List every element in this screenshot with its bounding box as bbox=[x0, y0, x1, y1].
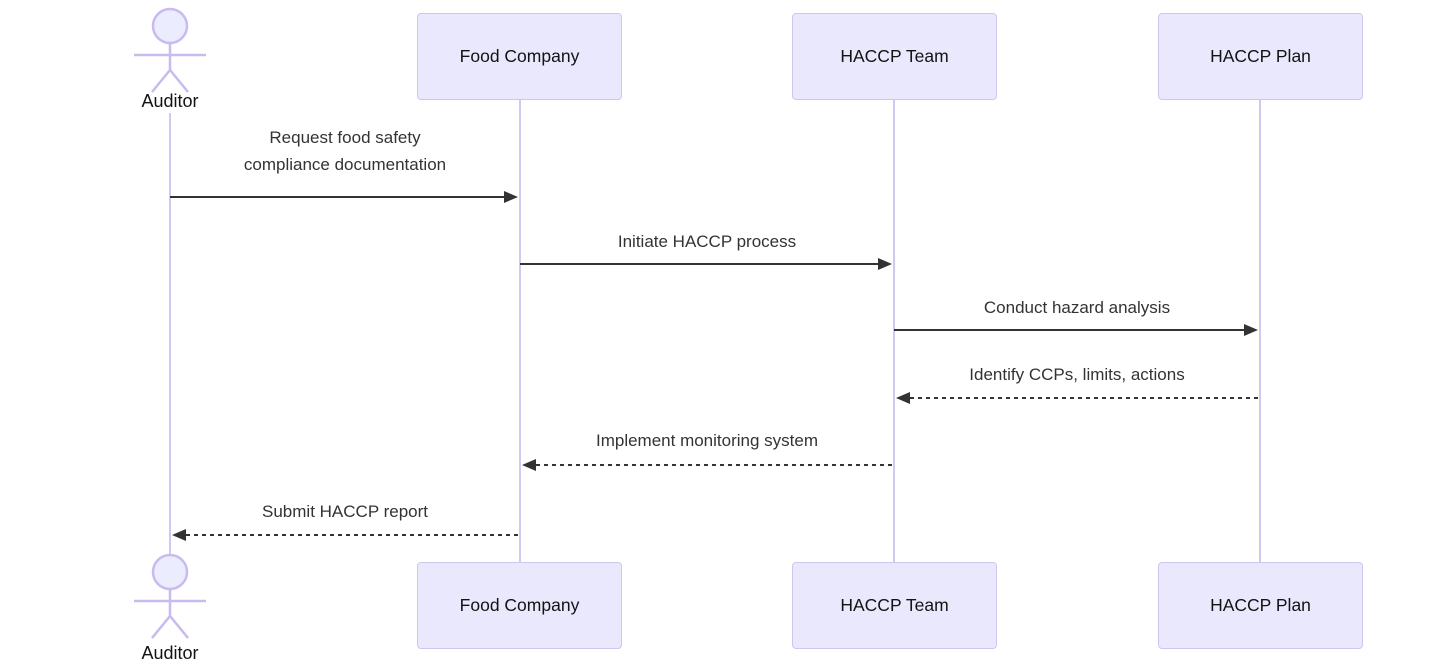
message-line-4 bbox=[910, 397, 1260, 399]
message-label-request-documentation: Request food safety compliance documenta… bbox=[243, 128, 447, 174]
lifeline-food-company bbox=[519, 100, 521, 562]
arrowhead-left-icon bbox=[172, 529, 186, 541]
participant-label: HACCP Plan bbox=[1210, 595, 1311, 615]
message-label-conduct-hazard-analysis: Conduct hazard analysis bbox=[983, 298, 1171, 317]
participant-label: HACCP Team bbox=[840, 46, 949, 66]
message-line-3 bbox=[894, 329, 1244, 331]
lifeline-auditor bbox=[169, 113, 171, 555]
arrowhead-right-icon bbox=[878, 258, 892, 270]
message-line-1 bbox=[170, 196, 504, 198]
message-label-initiate-haccp: Initiate HACCP process bbox=[617, 232, 797, 251]
lifeline-haccp-team bbox=[893, 100, 895, 562]
actor-figure-icon bbox=[134, 7, 206, 93]
actor-label-auditor-bottom: Auditor bbox=[141, 643, 199, 663]
participant-haccp-plan-top: HACCP Plan bbox=[1158, 13, 1363, 100]
message-line-6 bbox=[186, 534, 520, 536]
participant-label: HACCP Team bbox=[840, 595, 949, 615]
participant-food-company-top: Food Company bbox=[417, 13, 622, 100]
arrowhead-left-icon bbox=[522, 459, 536, 471]
message-label-implement-monitoring: Implement monitoring system bbox=[595, 431, 819, 450]
participant-haccp-plan-bottom: HACCP Plan bbox=[1158, 562, 1363, 649]
arrowhead-right-icon bbox=[1244, 324, 1258, 336]
participant-label: Food Company bbox=[459, 595, 580, 615]
actor-figure-icon bbox=[134, 553, 206, 639]
actor-label-auditor-top: Auditor bbox=[141, 91, 199, 111]
message-line-2 bbox=[520, 263, 878, 265]
message-label-identify-ccps: Identify CCPs, limits, actions bbox=[969, 365, 1185, 384]
participant-label: Food Company bbox=[459, 46, 580, 66]
participant-food-company-bottom: Food Company bbox=[417, 562, 622, 649]
lifeline-haccp-plan bbox=[1259, 100, 1261, 562]
arrowhead-left-icon bbox=[896, 392, 910, 404]
message-label-submit-report: Submit HACCP report bbox=[262, 502, 428, 521]
participant-label: HACCP Plan bbox=[1210, 46, 1311, 66]
participant-haccp-team-bottom: HACCP Team bbox=[792, 562, 997, 649]
arrowhead-right-icon bbox=[504, 191, 518, 203]
participant-haccp-team-top: HACCP Team bbox=[792, 13, 997, 100]
message-line-5 bbox=[536, 464, 894, 466]
